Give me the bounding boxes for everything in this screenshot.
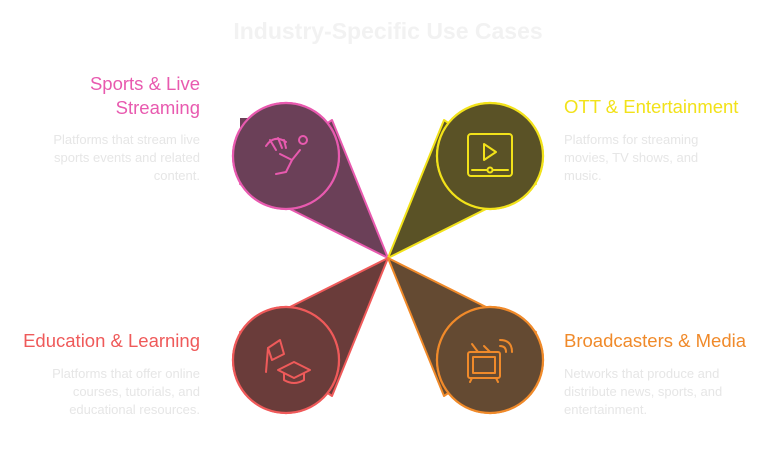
desc-ott: Platforms for streaming movies, TV shows… — [564, 132, 699, 183]
graduation-cap-icon — [265, 339, 311, 384]
label-education: Education & Learning — [23, 329, 200, 353]
desc-broadcast: Networks that produce and distribute new… — [564, 366, 723, 417]
desc-education: Platforms that offer online courses, tut… — [52, 366, 200, 417]
label-education-line-1: Education & Learning — [23, 330, 200, 351]
label-broadcast: Broadcasters & Media — [564, 329, 746, 353]
diagram-title: Industry-Specific Use Cases — [233, 18, 543, 44]
label-sports: Sports & Live Streaming — [90, 72, 200, 120]
label-ott-line-1: OTT & Entertainment — [564, 96, 739, 117]
label-broadcast-line-1: Broadcasters & Media — [564, 330, 747, 351]
desc-sports: Platforms that stream live sports events… — [53, 132, 200, 183]
tv-broadcast-icon — [467, 339, 513, 383]
label-sports-line-2: Streaming — [115, 97, 200, 118]
label-sports-line-1: Sports & Live — [89, 73, 200, 94]
video-player-icon — [467, 133, 513, 177]
label-ott: OTT & Entertainment — [564, 95, 738, 119]
sports-fan-icon — [265, 135, 308, 175]
